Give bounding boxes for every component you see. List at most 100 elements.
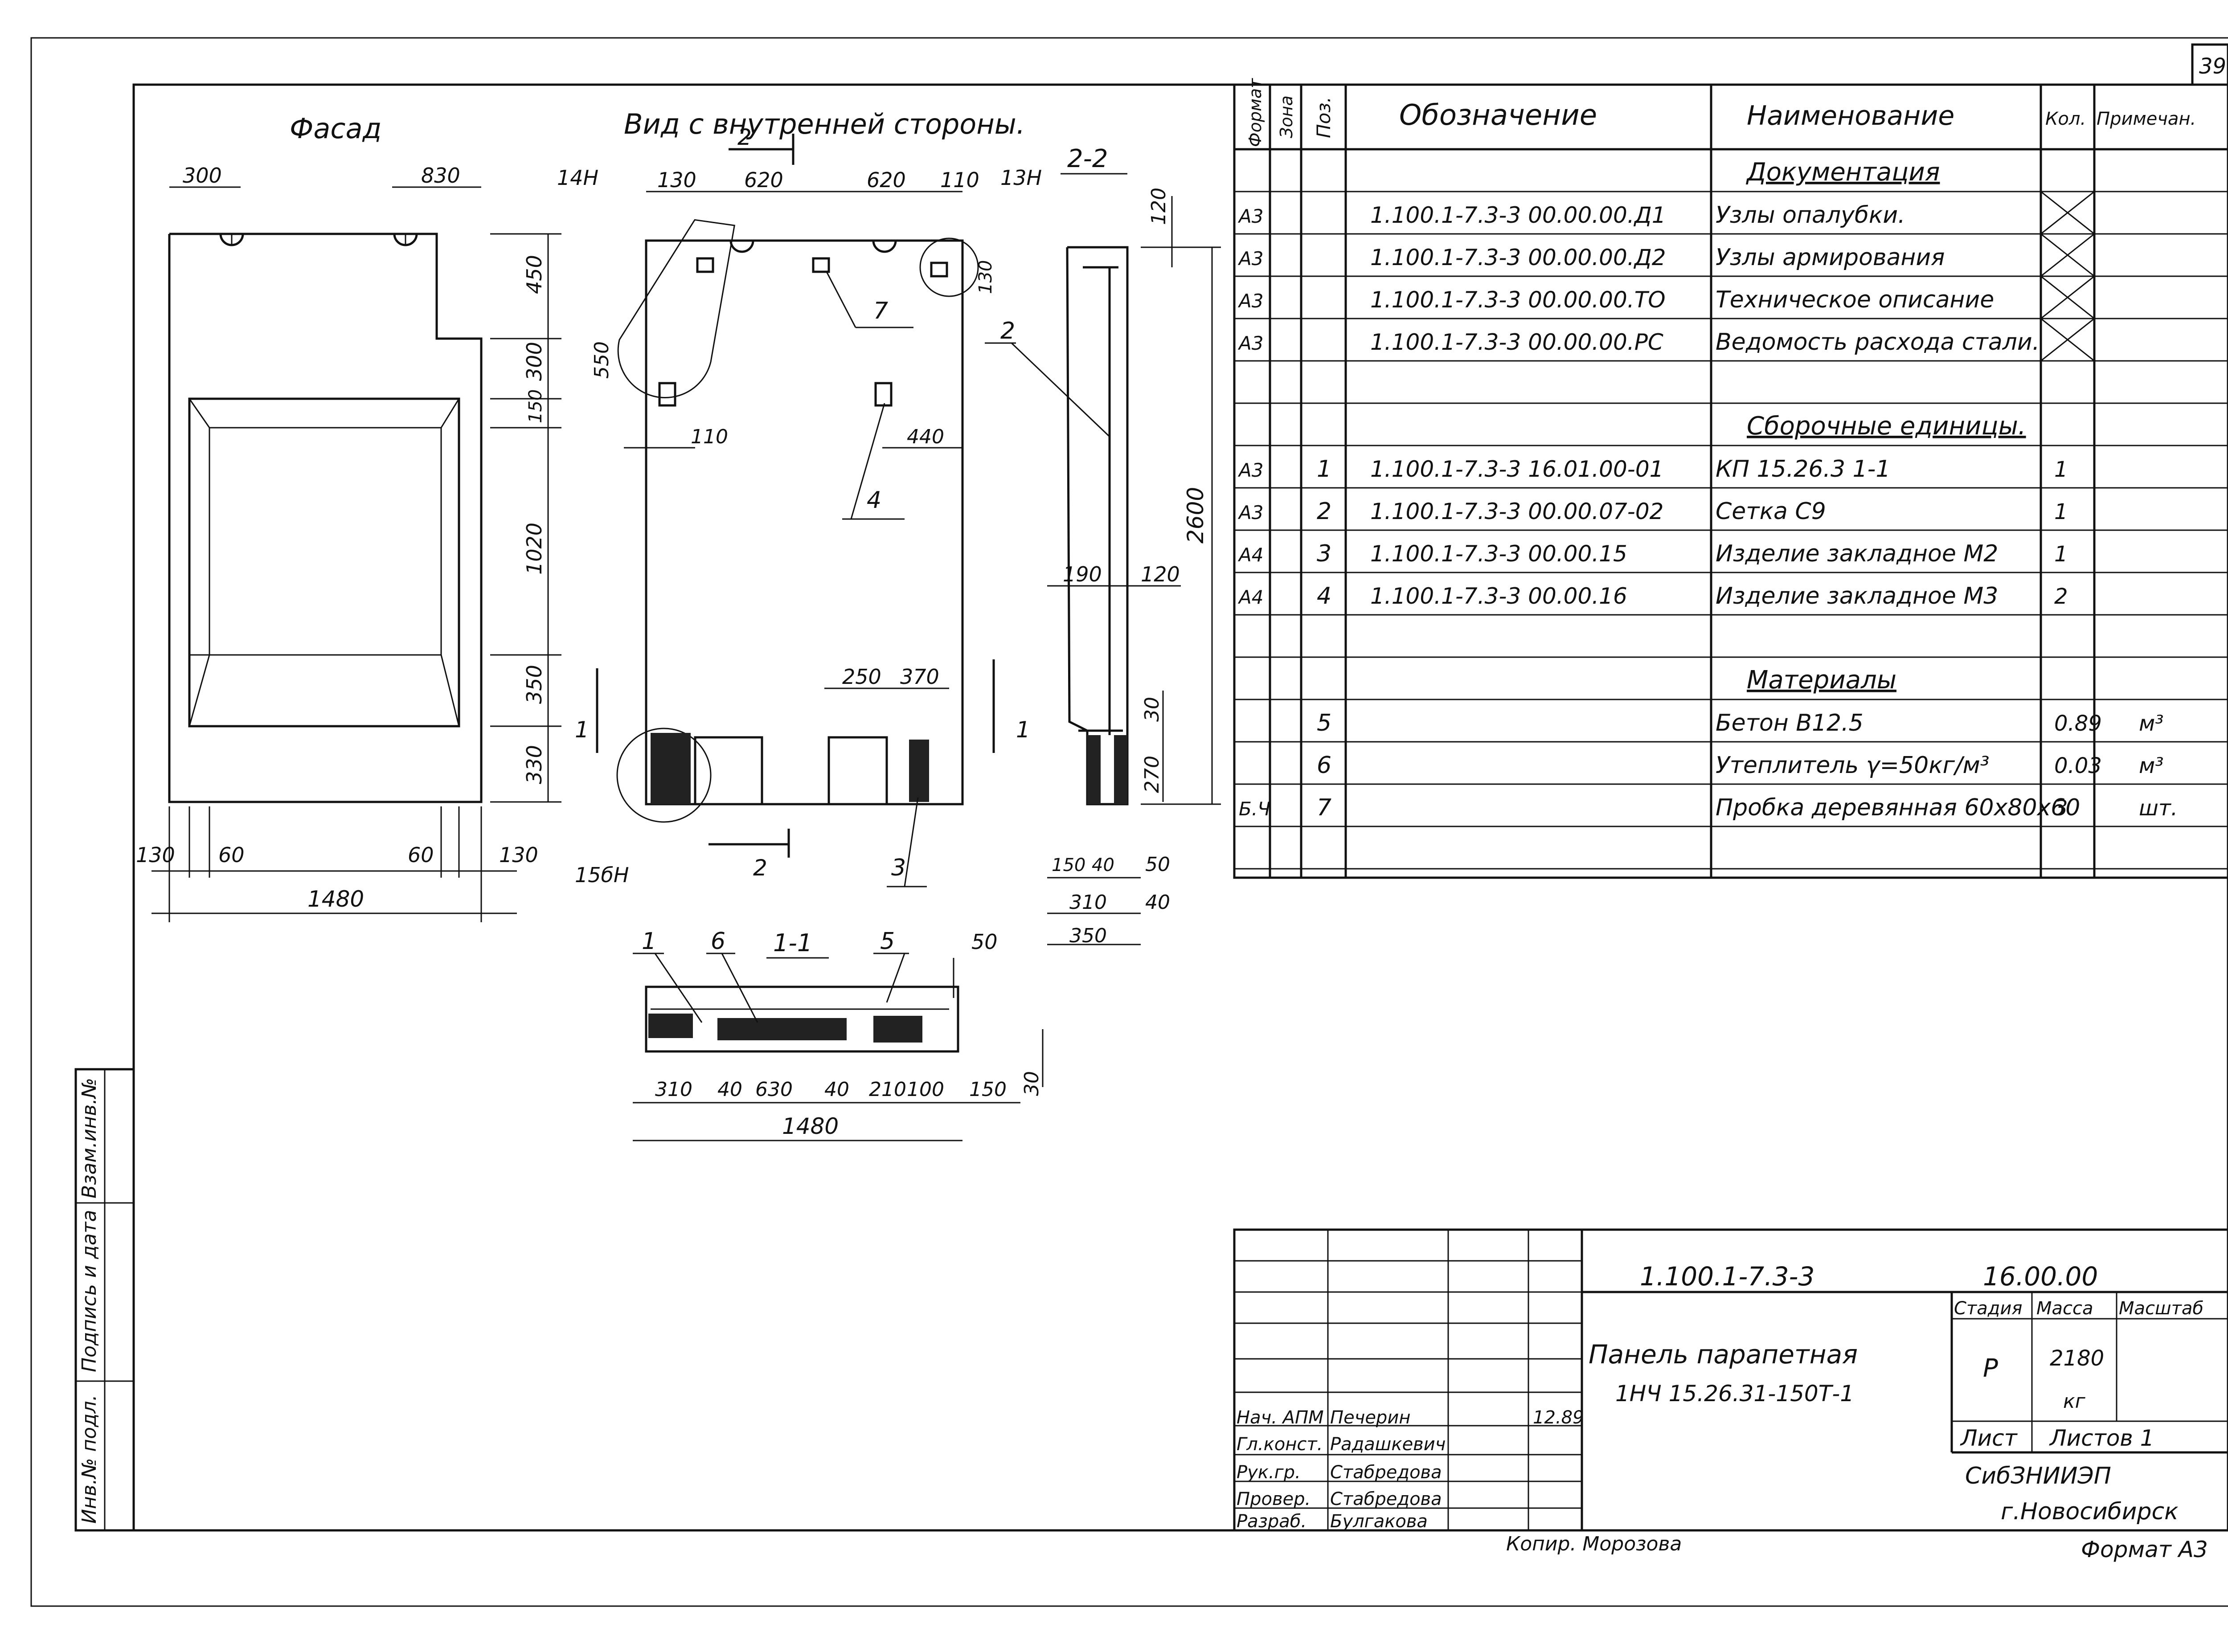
tb-stage: Р xyxy=(1983,1354,1998,1383)
spec-cell-code: 1.100.1-7.3-3 00.00.00.ТО xyxy=(1370,287,1666,313)
facade-dim-300r: 300 xyxy=(522,342,546,381)
sign-name: Булгакова xyxy=(1330,1511,1428,1532)
inner-view: Вид с внутренней стороны. 130 620 620 11… xyxy=(557,108,1110,887)
inner-dim-440: 440 xyxy=(907,425,944,448)
spec-cell-name: Пробка деревянная 60х80х60 xyxy=(1716,794,2080,821)
spec-cell-format: А3 xyxy=(1237,248,1263,270)
side-stamp: Инв.№ подл. Подпись и дата Взам.инв.№ xyxy=(74,1068,135,1532)
spec-cell-name: Техническое описание xyxy=(1716,286,1994,313)
spec-cell-format: Б.Ч xyxy=(1239,798,1270,820)
th-designation: Обозначение xyxy=(1399,99,1597,132)
s22-dim-190: 190 xyxy=(1063,562,1102,586)
spec-cell-qty: 1 xyxy=(2054,499,2068,524)
callout-4: 4 xyxy=(867,487,881,514)
inner-dim-620b: 620 xyxy=(867,168,906,192)
facade-dim-1480: 1480 xyxy=(307,886,364,912)
spec-table: Формат Зона Поз. Обозначение Наименовани… xyxy=(1233,78,2228,879)
spec-cell-pos: 3 xyxy=(1317,540,1331,567)
sign-role: Провер. xyxy=(1237,1489,1311,1509)
side-stamp-sign: Подпись и дата xyxy=(78,1210,101,1372)
tb-title2: 1НЧ 15.26.31-150Т-1 xyxy=(1615,1381,1854,1407)
facade-dim-60l: 60 xyxy=(218,843,245,867)
inner-dim-250: 250 xyxy=(842,665,881,689)
tb-stage-h: Стадия xyxy=(1954,1298,2022,1319)
spec-cross xyxy=(2040,191,2095,235)
spec-cell-format: А4 xyxy=(1237,586,1263,608)
th-qty: Кол. xyxy=(2045,109,2086,129)
s22-dim-120: 120 xyxy=(1147,188,1170,225)
cut-1-left: 1 xyxy=(575,717,589,743)
inner-dim-110b: 110 xyxy=(691,425,728,448)
node-13h: 13Н xyxy=(1000,166,1042,190)
inner-dim-130: 130 xyxy=(657,168,696,192)
spec-cell-pos: 2 xyxy=(1317,498,1331,525)
cut-2-bottom: 2 xyxy=(753,855,767,881)
cut-1-right: 1 xyxy=(1016,717,1030,743)
tb-mass-unit: кг xyxy=(2063,1390,2086,1413)
s22-dim-40: 40 xyxy=(1092,855,1114,875)
spec-cell-pos: 5 xyxy=(1317,710,1331,736)
sign-name: Печерин xyxy=(1330,1407,1410,1428)
s22-dim-120b: 120 xyxy=(1141,562,1180,586)
spec-section-heading: Сборочные единицы. xyxy=(1747,412,2026,441)
spec-cell-qty: 0.03 xyxy=(2054,753,2102,778)
th-pos: Поз. xyxy=(1313,97,1335,138)
inner-dim-370: 370 xyxy=(900,665,939,689)
spec-cell-qty: 0.89 xyxy=(2054,711,2102,736)
section22-title: 2-2 xyxy=(1067,144,1108,173)
spec-cell-code: 1.100.1-7.3-3 00.00.15 xyxy=(1370,541,1627,567)
th-zone: Зона xyxy=(1277,95,1296,138)
s11-dim-1480: 1480 xyxy=(782,1113,839,1139)
spec-cell-name: Узлы опалубки. xyxy=(1716,202,1905,229)
s11-dim-40b: 40 xyxy=(824,1078,849,1101)
facade-dim-130l: 130 xyxy=(136,843,175,867)
tb-scale-h: Масштаб xyxy=(2119,1298,2203,1319)
cut-2-top: 2 xyxy=(737,124,752,150)
sheet-number: 39 xyxy=(2199,54,2226,79)
s22-dim-150: 150 xyxy=(1052,855,1085,875)
tb-mass: 2180 xyxy=(2050,1346,2104,1371)
spec-cell-name: Изделие закладное М3 xyxy=(1716,583,1998,609)
s22-dim-310: 310 xyxy=(1069,891,1107,914)
callout-2: 2 xyxy=(1000,318,1015,344)
title-block: 1.100.1-7.3-3 16.00.00 Панель парапетная… xyxy=(1233,1228,2228,1562)
s11-dim-630: 630 xyxy=(755,1078,793,1101)
s11-callout-1: 1 xyxy=(642,928,656,955)
sign-name: Стабредова xyxy=(1330,1462,1442,1483)
spec-cell-format: А4 xyxy=(1237,544,1263,566)
tb-sheet: Лист xyxy=(1960,1425,2018,1451)
outer-border xyxy=(30,37,2228,1607)
s11-dim-100: 100 xyxy=(907,1078,944,1101)
spec-cell-format: А3 xyxy=(1237,332,1263,354)
s11-dim-210: 210 xyxy=(869,1078,906,1101)
spec-cell-code: 1.100.1-7.3-3 00.00.07-02 xyxy=(1370,499,1663,524)
th-format: Формат xyxy=(1245,78,1265,147)
spec-cell-code: 1.100.1-7.3-3 00.00.00.Д2 xyxy=(1370,245,1666,270)
tb-org2: г.Новосибирск xyxy=(2001,1498,2179,1525)
tb-doc-num: 16.00.00 xyxy=(1983,1261,2098,1292)
facade-dim-450: 450 xyxy=(522,255,546,294)
spec-section-heading: Материалы xyxy=(1747,666,1896,695)
spec-cell-code: 1.100.1-7.3-3 16.01.00-01 xyxy=(1370,456,1663,482)
spec-cross xyxy=(2040,233,2095,277)
spec-cell-code: 1.100.1-7.3-3 00.00.16 xyxy=(1370,583,1627,609)
s11-dim-50: 50 xyxy=(971,930,998,954)
facade-dim-830: 830 xyxy=(421,164,460,188)
s11-dim-150: 150 xyxy=(969,1078,1007,1101)
facade-dim-130r: 130 xyxy=(499,843,538,867)
s22-dim-40b: 40 xyxy=(1145,891,1170,914)
s11-dim-310: 310 xyxy=(655,1078,692,1101)
spec-cell-pos: 4 xyxy=(1317,583,1331,609)
tb-doc-code: 1.100.1-7.3-3 xyxy=(1640,1261,1814,1292)
s11-callout-6: 6 xyxy=(711,928,725,955)
spec-cell-qty: 2 xyxy=(2054,584,2068,609)
spec-cell-name: КП 15.26.3 1-1 xyxy=(1716,456,1891,483)
tb-sheets: Листов 1 xyxy=(2049,1425,2154,1451)
sign-date: 12.89 xyxy=(1533,1407,1584,1428)
node-15bh: 15бН xyxy=(575,863,629,887)
spec-cell-name: Утеплитель γ=50кг/м³ xyxy=(1716,752,1990,779)
spec-cell-note: м³ xyxy=(2139,753,2163,778)
sign-role: Нач. АПМ xyxy=(1237,1407,1324,1428)
spec-cell-note: шт. xyxy=(2139,796,2178,821)
s11-callout-5: 5 xyxy=(880,928,895,955)
